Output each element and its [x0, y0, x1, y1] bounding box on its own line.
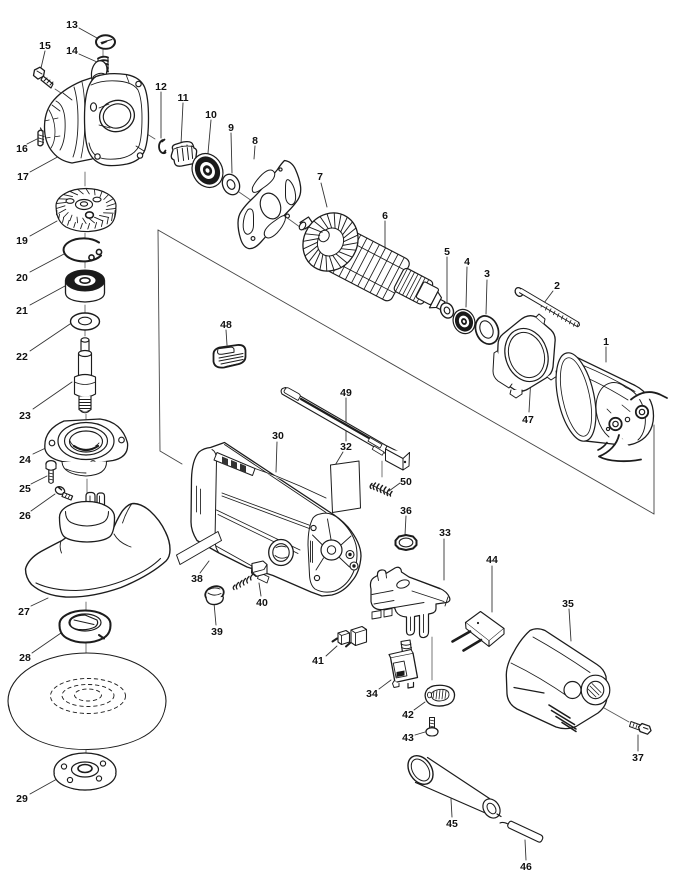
svg-text:36: 36	[400, 505, 412, 517]
svg-text:3: 3	[484, 268, 490, 280]
svg-text:50: 50	[400, 476, 412, 488]
svg-text:26: 26	[19, 510, 31, 522]
svg-text:12: 12	[155, 81, 167, 93]
svg-text:19: 19	[16, 235, 28, 247]
svg-text:14: 14	[66, 45, 78, 57]
svg-text:10: 10	[205, 109, 217, 121]
svg-text:23: 23	[19, 410, 31, 422]
svg-text:44: 44	[486, 554, 498, 566]
svg-text:30: 30	[272, 430, 284, 442]
svg-text:21: 21	[16, 305, 28, 317]
svg-text:4: 4	[464, 256, 470, 268]
svg-text:22: 22	[16, 351, 28, 363]
svg-text:20: 20	[16, 272, 28, 284]
svg-text:29: 29	[16, 793, 28, 805]
svg-text:35: 35	[562, 598, 574, 610]
svg-text:40: 40	[256, 597, 268, 609]
svg-text:17: 17	[17, 171, 29, 183]
svg-text:38: 38	[191, 573, 203, 585]
svg-text:27: 27	[18, 606, 30, 618]
svg-text:41: 41	[312, 655, 324, 667]
svg-text:34: 34	[366, 688, 378, 700]
svg-text:2: 2	[554, 280, 560, 292]
svg-text:13: 13	[66, 19, 78, 31]
svg-text:7: 7	[317, 171, 323, 183]
svg-text:15: 15	[39, 40, 51, 52]
svg-text:5: 5	[444, 246, 450, 258]
svg-text:9: 9	[228, 122, 234, 134]
svg-text:33: 33	[439, 527, 451, 539]
svg-text:42: 42	[402, 709, 414, 721]
svg-text:8: 8	[252, 135, 258, 147]
svg-text:49: 49	[340, 387, 352, 399]
svg-text:37: 37	[632, 752, 644, 764]
svg-text:32: 32	[340, 441, 352, 453]
svg-text:25: 25	[19, 483, 31, 495]
svg-text:46: 46	[520, 861, 532, 873]
svg-text:47: 47	[522, 414, 534, 426]
svg-text:45: 45	[446, 818, 458, 830]
svg-text:1: 1	[603, 336, 609, 348]
svg-text:6: 6	[382, 210, 388, 222]
svg-text:39: 39	[211, 626, 223, 638]
svg-text:43: 43	[402, 732, 414, 744]
svg-text:24: 24	[19, 454, 31, 466]
svg-text:48: 48	[220, 319, 232, 331]
svg-text:11: 11	[177, 92, 188, 104]
svg-text:28: 28	[19, 652, 31, 664]
svg-text:16: 16	[16, 143, 28, 155]
